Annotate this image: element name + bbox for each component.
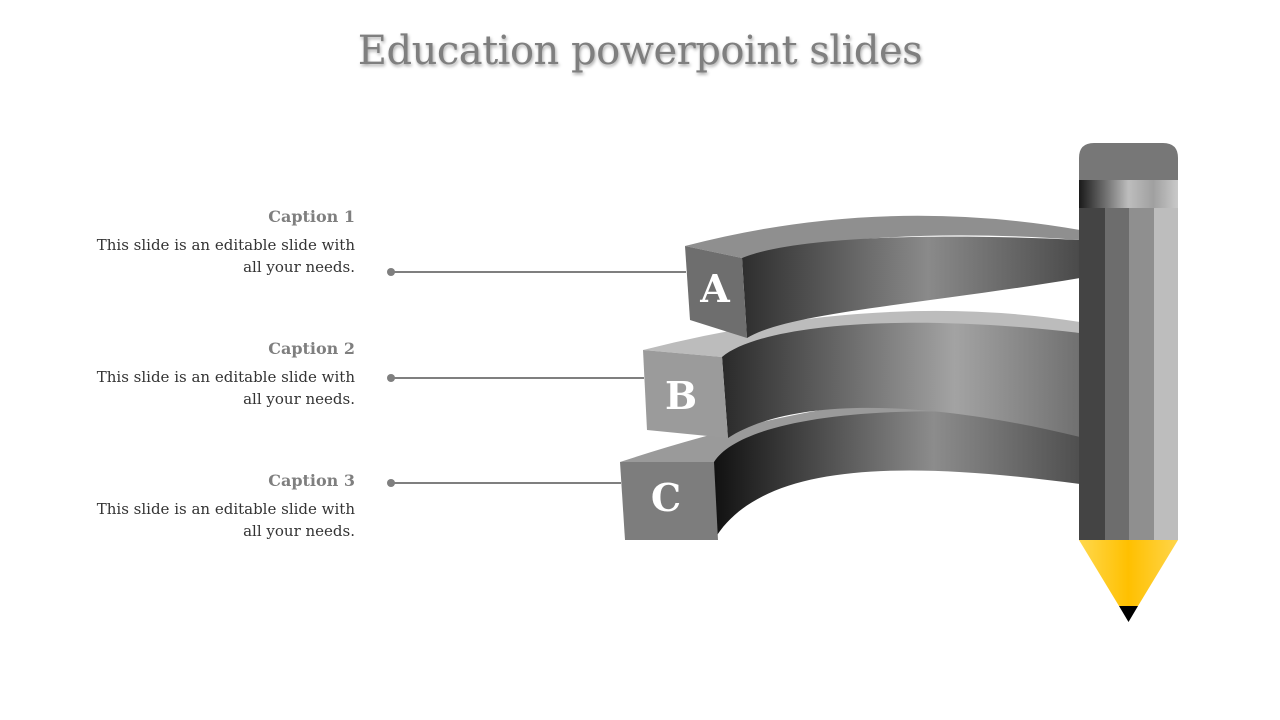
caption-2-text: This slide is an editable slide with all… bbox=[60, 366, 355, 410]
pencil-eraser bbox=[1079, 143, 1178, 180]
pencil-ferrule bbox=[1079, 180, 1178, 208]
band-a-letter: A bbox=[699, 266, 730, 311]
connector-2-line bbox=[391, 377, 644, 379]
band-c-face bbox=[714, 411, 1080, 540]
caption-3-text-line1: This slide is an editable slide with bbox=[96, 500, 355, 518]
pencil-lead bbox=[1119, 606, 1138, 622]
connector-1-line bbox=[391, 271, 686, 273]
caption-1-text: This slide is an editable slide with all… bbox=[60, 234, 355, 278]
caption-1: Caption 1 This slide is an editable slid… bbox=[60, 207, 355, 278]
caption-1-title: Caption 1 bbox=[268, 207, 355, 226]
caption-1-text-line1: This slide is an editable slide with bbox=[96, 236, 355, 254]
caption-2-title: Caption 2 bbox=[268, 339, 355, 358]
band-a: A bbox=[685, 215, 1080, 338]
band-b-face bbox=[722, 322, 1080, 438]
pencil-body-stripe-2 bbox=[1105, 208, 1129, 540]
page-title: Education powerpoint slides bbox=[357, 28, 923, 74]
pencil-icon bbox=[1079, 143, 1178, 622]
band-c-letter: C bbox=[651, 475, 681, 520]
caption-3-title: Caption 3 bbox=[268, 471, 355, 490]
band-c-block bbox=[620, 462, 718, 540]
caption-3-text-line2: all your needs. bbox=[243, 522, 355, 540]
caption-2-text-line1: This slide is an editable slide with bbox=[96, 368, 355, 386]
band-b: B bbox=[643, 310, 1080, 438]
pencil-tip bbox=[1079, 540, 1178, 606]
pencil-body-stripe-3 bbox=[1129, 208, 1154, 540]
band-b-block bbox=[643, 350, 728, 438]
band-b-letter: B bbox=[665, 373, 697, 418]
connector-3-line bbox=[391, 482, 621, 484]
pencil-body-stripe-1 bbox=[1079, 208, 1105, 540]
caption-3: Caption 3 This slide is an editable slid… bbox=[60, 471, 355, 542]
band-a-block bbox=[685, 246, 747, 338]
caption-1-text-line2: all your needs. bbox=[243, 258, 355, 276]
caption-3-text: This slide is an editable slide with all… bbox=[60, 498, 355, 542]
caption-2-text-line2: all your needs. bbox=[243, 390, 355, 408]
band-a-face bbox=[742, 236, 1080, 338]
caption-2: Caption 2 This slide is an editable slid… bbox=[60, 339, 355, 410]
pencil-body-stripe-4 bbox=[1154, 208, 1178, 540]
